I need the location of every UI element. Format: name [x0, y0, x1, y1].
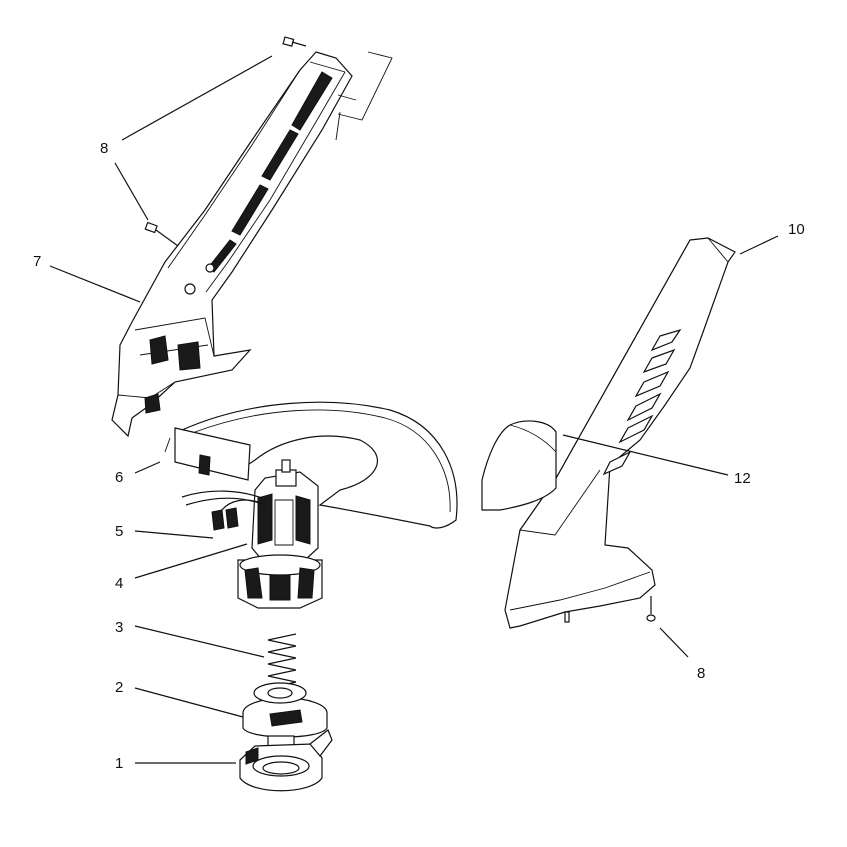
- callout-label-pad: 12: [734, 470, 751, 487]
- callout-housing-right: 10: [788, 221, 805, 238]
- guard: [164, 401, 458, 529]
- spool: [242, 682, 328, 747]
- callout-labels: 8 7 6 5 4 3 2 1 10 12 8: [33, 140, 805, 772]
- left-housing: [111, 51, 353, 438]
- screw-right: [646, 596, 656, 622]
- callout-spring: 3: [115, 619, 123, 636]
- leads: [181, 490, 266, 531]
- motor: [237, 459, 323, 609]
- callout-cap: 1: [115, 755, 123, 772]
- callout-housing-left: 7: [33, 253, 41, 270]
- screw-upper-2: [144, 221, 179, 247]
- callout-screw-right: 8: [697, 665, 705, 682]
- callout-leads: 5: [115, 523, 123, 540]
- callout-motor: 4: [115, 575, 123, 592]
- handle-tube: [335, 51, 393, 141]
- label-pad: [481, 420, 557, 511]
- spring: [267, 633, 297, 689]
- callout-spool: 2: [115, 679, 123, 696]
- leader-lines: [49, 55, 779, 764]
- callout-guard: 6: [115, 469, 123, 486]
- screw-upper-1: [282, 36, 307, 47]
- cap: [239, 729, 333, 792]
- right-housing: [504, 237, 736, 629]
- callout-screw-upper: 8: [100, 140, 108, 157]
